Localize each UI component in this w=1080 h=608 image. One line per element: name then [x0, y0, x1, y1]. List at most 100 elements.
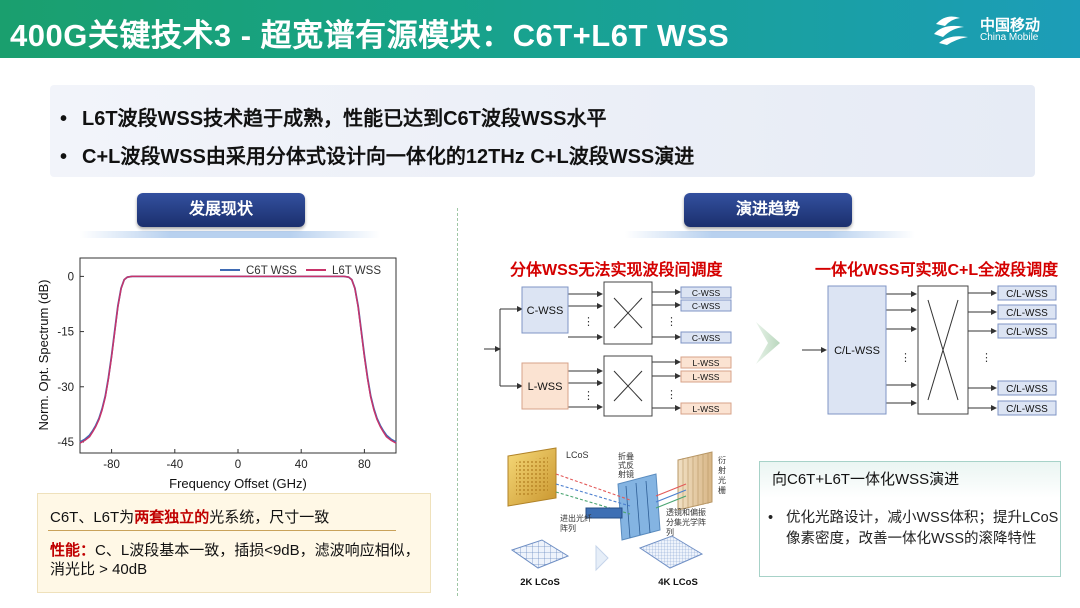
chart-legend: C6T WSS L6T WSS: [220, 265, 381, 277]
y-tick-label: -45: [57, 437, 74, 449]
cl-out-label-2: C/L-WSS: [1006, 308, 1048, 319]
ellipsis-c-out: ⋮: [666, 316, 677, 328]
cl-wss-label: C/L-WSS: [834, 345, 880, 357]
y-tick-label: -30: [57, 382, 74, 394]
split-wss-diagram: C-WSS L-WSS ⋮ ⋮ ⋮ ⋮ C-WSS C-WSS C-WSS L-…: [484, 281, 732, 417]
ellipsis-l-in: ⋮: [583, 390, 594, 402]
diagram-left-title: 分体WSS无法实现波段间调度: [510, 262, 723, 279]
cl-out-label-4: C/L-WSS: [1006, 384, 1048, 395]
ellipsis-c-in: ⋮: [583, 316, 594, 328]
current-status-box: C6T、L6T为两套独立的光系统，尺寸一致 性能：C、L波段基本一致，插损<9d…: [37, 493, 431, 593]
header-bar: 400G关键技术3 - 超宽谱有源模块：C6T+L6T WSS 中国移动 Chi…: [0, 0, 1080, 58]
evolution-box-title: 向C6T+L6T一体化WSS演进: [760, 462, 1060, 498]
l-wss-label: L-WSS: [528, 381, 563, 393]
bullet-item: • L6T波段WSS技术趋于成熟，性能已达到C6T波段WSS水平: [60, 102, 606, 131]
cl-out-label-3: C/L-WSS: [1006, 327, 1048, 338]
l-out-label-1: L-WSS: [693, 358, 720, 368]
evolution-box: 向C6T+L6T一体化WSS演进 • 优化光路设计，减小WSS体积；提升LCoS…: [759, 461, 1061, 577]
lcos-2k-label: 2K LCoS: [520, 577, 560, 588]
evolution-text: 优化光路设计，减小WSS体积；提升LCoS像素密度，改善一体化WSS的滚降特性: [786, 510, 1059, 547]
chart-plot-frame: [79, 257, 397, 454]
l-out-box-2: [680, 370, 732, 383]
chart-y-label: Norm. Opt. Spectrum (dB): [36, 280, 51, 431]
ellipsis-cl-in: ⋮: [900, 352, 911, 364]
status-line-1-highlight: 两套独立的: [134, 509, 210, 526]
optics-illustration: LCoS 折叠式反射镜 衍射光栅 进出光纤阵列 透镜和偏振分集光学阵列 2K L…: [507, 447, 726, 588]
section-underline-left: [80, 231, 380, 238]
y-tick-label: 0: [68, 271, 74, 283]
section-underline-right: [625, 231, 915, 238]
grating-icon: [677, 451, 713, 511]
bullet-dot: •: [60, 146, 68, 168]
lcos-2k-icon: [510, 539, 570, 569]
l-out-box-3: [680, 402, 732, 415]
folded-mirror-label: 折叠式反射镜: [618, 452, 634, 479]
legend-label-c6t: C6T WSS: [246, 265, 297, 277]
c-out-label-2: C-WSS: [692, 301, 721, 311]
l-out-box-1: [680, 356, 732, 369]
section-header-left: 发展现状: [137, 193, 305, 227]
bullet-dot: •: [60, 108, 68, 130]
fiber-array-label: 进出光纤阵列: [560, 514, 592, 533]
c-out-box-3: [680, 331, 732, 344]
chart-lines: [79, 275, 397, 444]
bullet-item: • C+L波段WSS由采用分体式设计向一体化的12THz C+L波段WSS演进: [60, 140, 694, 169]
c-wss-block: [521, 286, 569, 334]
cl-wss-block: [827, 285, 887, 415]
status-divider: [48, 530, 396, 531]
logo-text-en: China Mobile: [980, 32, 1039, 43]
ellipsis-cl-out: ⋮: [981, 352, 992, 364]
performance-text: C、L波段基本一致，插损<9dB，滤波响应相似，消光比 > 40dB: [50, 542, 420, 578]
summary-bullets: • L6T波段WSS技术趋于成熟，性能已达到C6T波段WSS水平 • C+L波段WS…: [50, 85, 1035, 177]
integrated-wss-diagram: C/L-WSS ⋮ ⋮ C/L-WSS C/L-WSS C/L-WSS C/L-…: [802, 285, 1057, 416]
x-tick-label: 80: [358, 459, 371, 471]
c-out-label-3: C-WSS: [692, 333, 721, 343]
cl-out-box-5: [997, 400, 1057, 416]
light-beams: [555, 473, 687, 515]
y-tick-label: -15: [57, 327, 74, 339]
china-mobile-logo-icon: [934, 16, 968, 45]
diagram-right-title: 一体化WSS可实现C+L全波段调度: [815, 262, 1059, 279]
cl-out-box-2: [997, 304, 1057, 320]
x-tick-label: 0: [235, 459, 241, 471]
series-line-l6t-wss: [79, 275, 397, 444]
status-line-1a: C6T、L6T为: [50, 509, 135, 526]
x-tick-label: -80: [103, 459, 120, 471]
status-line-1b: 光系统，尺寸一致: [209, 509, 330, 526]
evolution-arrow-icon: [756, 322, 780, 364]
bullet-text: L6T波段WSS技术趋于成熟，性能已达到C6T波段WSS水平: [82, 108, 607, 130]
bullet-text: C+L波段WSS由采用分体式设计向一体化的12THz C+L波段WSS演进: [82, 146, 695, 168]
evolution-bullet: •: [768, 510, 774, 526]
c-out-label-1: C-WSS: [692, 288, 721, 298]
status-line-2: 性能：C、L波段基本一致，插损<9dB，滤波响应相似，消光比 > 40dB: [50, 541, 422, 579]
chart-x-label: Frequency Offset (GHz): [169, 476, 307, 491]
china-mobile-logo: 中国移动 China Mobile: [930, 10, 1070, 50]
cl-out-label-1: C/L-WSS: [1006, 289, 1048, 300]
lens-array-icon: [617, 473, 661, 541]
ellipsis-l-out: ⋮: [666, 389, 677, 401]
l-wss-block: [521, 362, 569, 410]
grating-label: 衍射光栅: [718, 456, 726, 495]
cl-out-box-3: [997, 323, 1057, 339]
lens-array-label: 透镜和偏振分集光学阵列: [666, 508, 706, 537]
l-out-label-3: L-WSS: [693, 404, 720, 414]
lcos-chip-icon: [507, 447, 557, 507]
cl-out-box-4: [997, 380, 1057, 396]
l-out-label-2: L-WSS: [693, 372, 720, 382]
cl-out-box-1: [997, 285, 1057, 301]
x-tick-label: 40: [295, 459, 308, 471]
lcos-4k-icon: [638, 535, 704, 569]
lcos-upgrade-arrow-icon: [595, 544, 609, 572]
fiber-array-icon: [585, 507, 623, 519]
chart-ticks: -80 -40 0 40 80 0 -15 -30 -45: [57, 271, 370, 471]
x-tick-label: -40: [166, 459, 183, 471]
spectrum-chart: -80 -40 0 40 80 0 -15 -30 -45 C6T WSS L6T WSS Fr…: [36, 257, 397, 491]
c-wss-label: C-WSS: [527, 305, 564, 317]
section-header-right: 演进趋势: [684, 193, 852, 227]
cl-out-label-5: C/L-WSS: [1006, 404, 1048, 415]
evolution-title-text: 向C6T+L6T一体化WSS演进: [772, 471, 960, 488]
status-line-1: C6T、L6T为两套独立的光系统，尺寸一致: [50, 506, 329, 527]
lcos-label: LCoS: [566, 450, 589, 460]
c-out-box-1: [680, 286, 732, 299]
vertical-divider: [457, 208, 458, 596]
